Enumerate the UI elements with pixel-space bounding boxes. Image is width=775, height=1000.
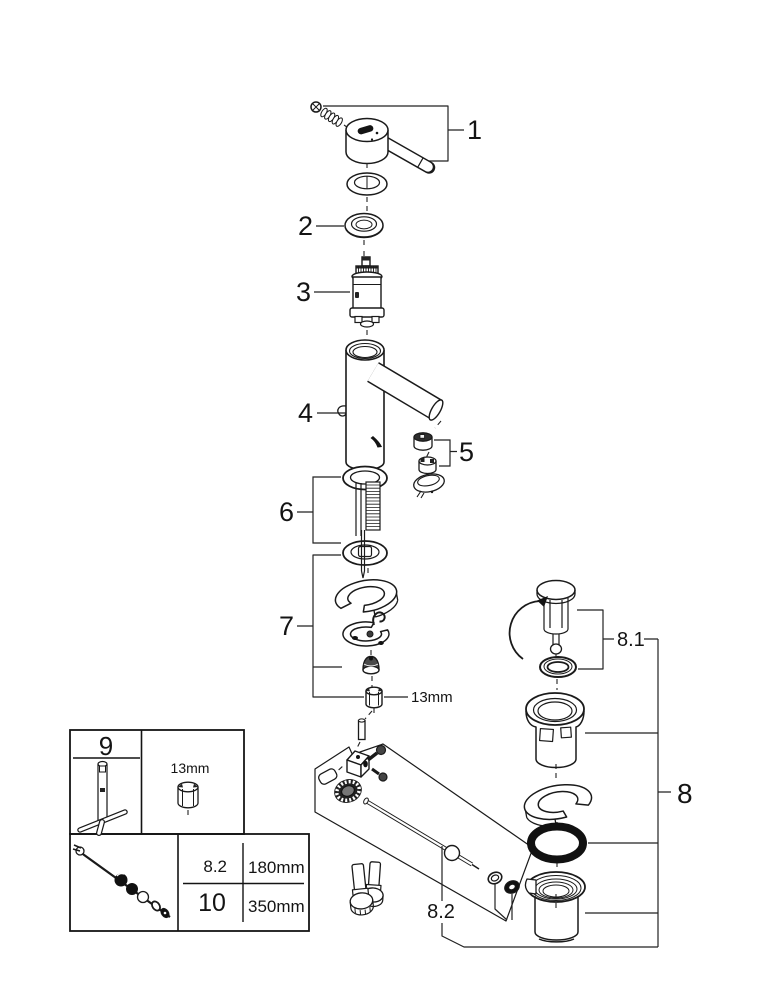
table-row2-part: 10 [198, 889, 226, 917]
callout-5: 5 [459, 437, 474, 467]
part-2-cap-ring [316, 212, 384, 257]
callout-7: 7 [279, 611, 294, 641]
part-7-fastening-set [297, 554, 408, 713]
callout-6: 6 [279, 497, 294, 527]
part-5-aerator-set [413, 420, 457, 499]
part-6-mounting-set [297, 465, 388, 579]
callout-1: 1 [467, 115, 482, 145]
callout-8-2: 8.2 [427, 901, 455, 923]
connector-pin [355, 710, 373, 751]
part-3-cartridge [314, 256, 385, 339]
table-tool-number: 9 [99, 731, 113, 761]
table-row1-length: 180mm [248, 858, 305, 877]
part-1-lever-handle-assembly [310, 101, 464, 211]
nut-13mm-drawing [177, 781, 199, 816]
tool-9-drawing [77, 760, 128, 836]
table-wrench-size: 13mm [171, 760, 210, 776]
part-8-popup-waste [508, 579, 671, 947]
callout-2: 2 [298, 211, 313, 241]
table-row2-length: 350mm [248, 897, 305, 916]
wrench-size-label: 13mm [411, 689, 453, 706]
part-8-2-popup-rod-assembly [314, 743, 658, 948]
callout-8: 8 [677, 778, 693, 809]
table-row1-part: 8.2 [203, 857, 227, 876]
parts-table [69, 729, 310, 932]
rod-8-2-drawing [72, 844, 171, 919]
callout-3: 3 [296, 277, 311, 307]
callout-8-1: 8.1 [617, 629, 645, 651]
callout-4: 4 [298, 398, 313, 428]
part-4-faucet-body [317, 339, 444, 471]
